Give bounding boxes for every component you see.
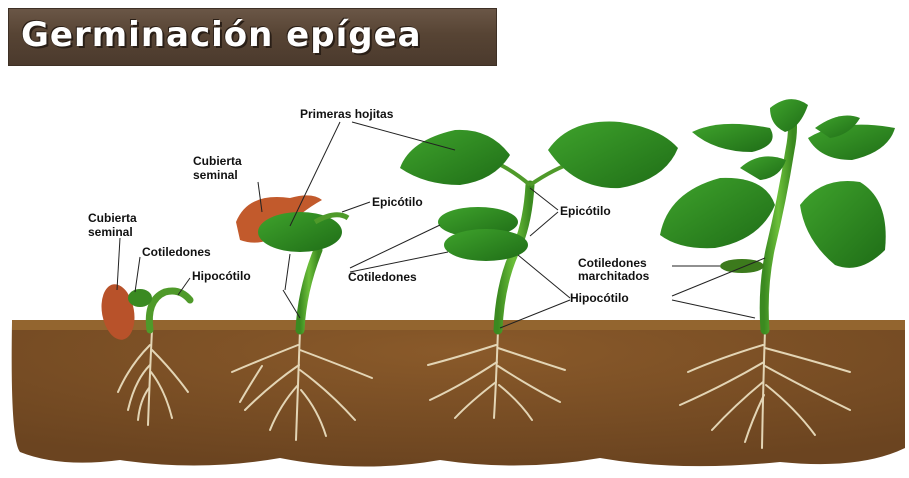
seedling-stage-1 — [101, 284, 194, 426]
seedling-stage-2 — [231, 195, 373, 441]
hypocotyl-stage-2 — [295, 245, 323, 335]
label-hipocotilo-2: Hipocótilo — [570, 291, 629, 305]
leader-lines — [116, 121, 766, 329]
roots-stage-1 — [117, 329, 189, 426]
leaf-stage-4-right — [800, 180, 886, 268]
cotyledon-stage-3-bottom — [444, 229, 528, 261]
soil-surface — [12, 320, 905, 330]
seed-coat-stage-1 — [101, 284, 135, 340]
label-cotiledones-2: Cotiledones — [348, 270, 417, 284]
leaf-stage-4-mid-left — [740, 156, 786, 180]
label-hipocotilo-1: Hipocótilo — [192, 269, 251, 283]
hypocotyl-stage-1 — [145, 287, 194, 334]
label-line: marchitados — [578, 269, 650, 283]
label-epicotilo-1: Epicótilo — [372, 195, 423, 209]
label-epicotilo-2: Epicótilo — [560, 204, 611, 218]
leaf-stage-4-top — [770, 99, 808, 132]
diagram-title: Germinación epígea — [21, 15, 422, 55]
cotyledon-stage-3-top — [438, 207, 518, 237]
label-cotiledones-marchitados: Cotiledones marchitados — [578, 256, 650, 283]
roots-stage-2 — [231, 329, 373, 441]
title-banner: Germinación epígea — [8, 8, 497, 66]
label-line: Cubierta — [193, 154, 242, 168]
first-leaf-right — [548, 121, 678, 189]
stem-stage-4 — [759, 103, 797, 335]
roots-stage-4 — [679, 329, 851, 449]
first-leaf-left — [400, 129, 510, 185]
label-cubierta-seminal-2: Cubierta seminal — [193, 154, 245, 182]
seedling-stage-3 — [400, 121, 678, 421]
cotyledon-stage-1 — [128, 289, 152, 307]
label-line: seminal — [193, 168, 238, 182]
label-line: Cubierta — [88, 211, 137, 225]
label-line: seminal — [88, 225, 133, 239]
label-cubierta-seminal-1: Cubierta seminal — [88, 211, 140, 239]
leaf-stage-4-mid-right — [815, 115, 860, 138]
roots-stage-3 — [427, 329, 566, 421]
cotyledon-stage-2 — [258, 212, 342, 252]
leaf-stage-4-top-left — [692, 123, 773, 152]
epicotyl-stage-2 — [313, 212, 350, 225]
label-line: Cotiledones — [578, 256, 647, 270]
leaf-stage-4-left — [660, 177, 775, 249]
seedling-stage-4 — [660, 99, 895, 449]
label-primeras-hojitas: Primeras hojitas — [300, 107, 394, 121]
label-cotiledones-1: Cotiledones — [142, 245, 211, 259]
soil — [11, 322, 905, 467]
